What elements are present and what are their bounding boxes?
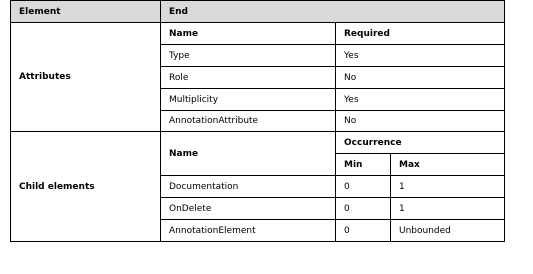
attribute-name: Multiplicity: [160, 88, 336, 111]
table-row: AnnotationAttribute No: [11, 110, 505, 132]
attributes-header-row: Attributes Name Required: [10, 22, 505, 132]
child-min: 0: [335, 197, 391, 220]
attribute-name: Type: [160, 44, 336, 67]
child-elements-header-row: Child elements Name Occurrence: [10, 131, 505, 242]
child-name: AnnotationElement: [160, 219, 336, 242]
attribute-required: Yes: [335, 88, 505, 111]
attribute-required: No: [335, 66, 505, 89]
child-col-max: Max: [390, 153, 505, 176]
attribute-required: No: [335, 110, 505, 132]
table-header-row: Element End: [10, 0, 505, 23]
child-min: 0: [335, 219, 391, 242]
table-row: OnDelete 0 1: [11, 197, 505, 220]
element-label: Element: [10, 0, 161, 23]
attribute-required: Yes: [335, 44, 505, 67]
child-max: 1: [390, 197, 505, 220]
child-col-name: Name: [160, 131, 336, 176]
child-min: 0: [335, 175, 391, 198]
attributes-col-name: Name: [160, 22, 336, 45]
child-max: Unbounded: [390, 219, 505, 242]
attribute-name: AnnotationAttribute: [160, 110, 336, 132]
attributes-label: Attributes: [10, 22, 161, 132]
end-element-table: Element End Attributes Name Required Typ…: [10, 0, 505, 242]
table-row: AnnotationElement 0 Unbounded: [11, 219, 505, 242]
child-col-min: Min: [335, 153, 391, 176]
child-elements-subheader-row: Min Max: [11, 153, 505, 176]
child-col-occurrence: Occurrence: [335, 131, 505, 154]
attributes-col-required: Required: [335, 22, 505, 45]
element-value: End: [160, 0, 505, 23]
child-name: OnDelete: [160, 197, 336, 220]
child-elements-label: Child elements: [10, 131, 161, 242]
table-row: Type Yes: [11, 44, 505, 67]
child-name: Documentation: [160, 175, 336, 198]
table-row: Role No: [11, 66, 505, 89]
child-max: 1: [390, 175, 505, 198]
attribute-name: Role: [160, 66, 336, 89]
